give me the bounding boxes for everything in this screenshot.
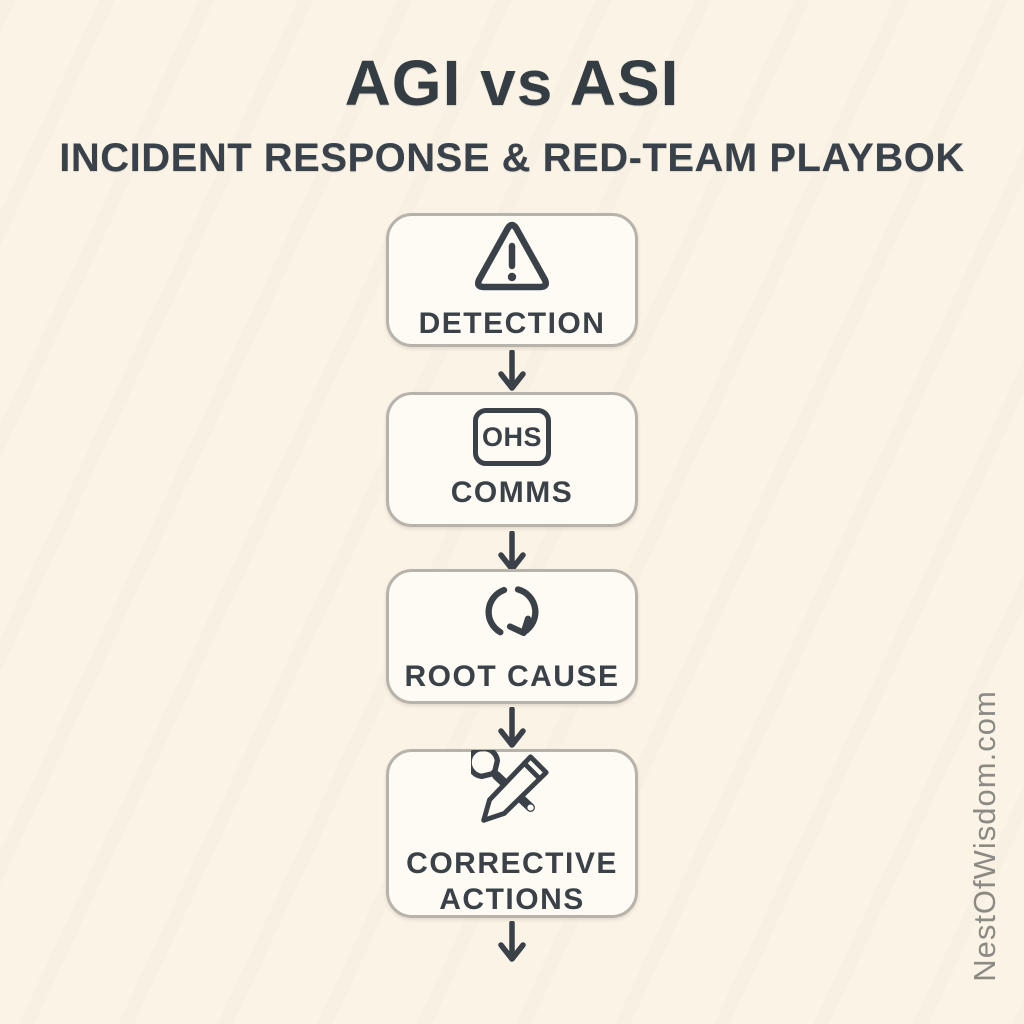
down-arrow-icon (498, 707, 526, 748)
down-arrow-icon (498, 921, 526, 962)
watermark-text: NestOfWisdom.com (967, 690, 1002, 982)
comms-badge-text: OHS (481, 421, 542, 452)
page-subtitle: INCIDENT RESPONSE & RED-TEAM PLAYBOK (59, 136, 965, 180)
page-title: AGI vs ASI (344, 47, 680, 119)
comms-badge-icon: OHS (473, 408, 551, 467)
step-label: COMMS (450, 476, 574, 510)
down-arrow-icon (498, 350, 526, 391)
warning-triangle-icon (470, 218, 554, 297)
step-label: ROOT CAUSE (404, 659, 620, 693)
wrench-pencil-icon (466, 745, 553, 837)
down-arrow-icon (498, 531, 526, 572)
step-label: CORRECTIVE ACTIONS (406, 847, 618, 916)
step-box-root-cause: ROOT CAUSE (386, 569, 638, 704)
step-box-corrective-actions: CORRECTIVE ACTIONS (386, 745, 638, 918)
step-label: DETECTION (418, 307, 606, 341)
refresh-cycle-icon (478, 579, 546, 650)
step-box-detection: DETECTION (386, 213, 638, 347)
step-box-comms: OHS COMMS (386, 392, 638, 527)
